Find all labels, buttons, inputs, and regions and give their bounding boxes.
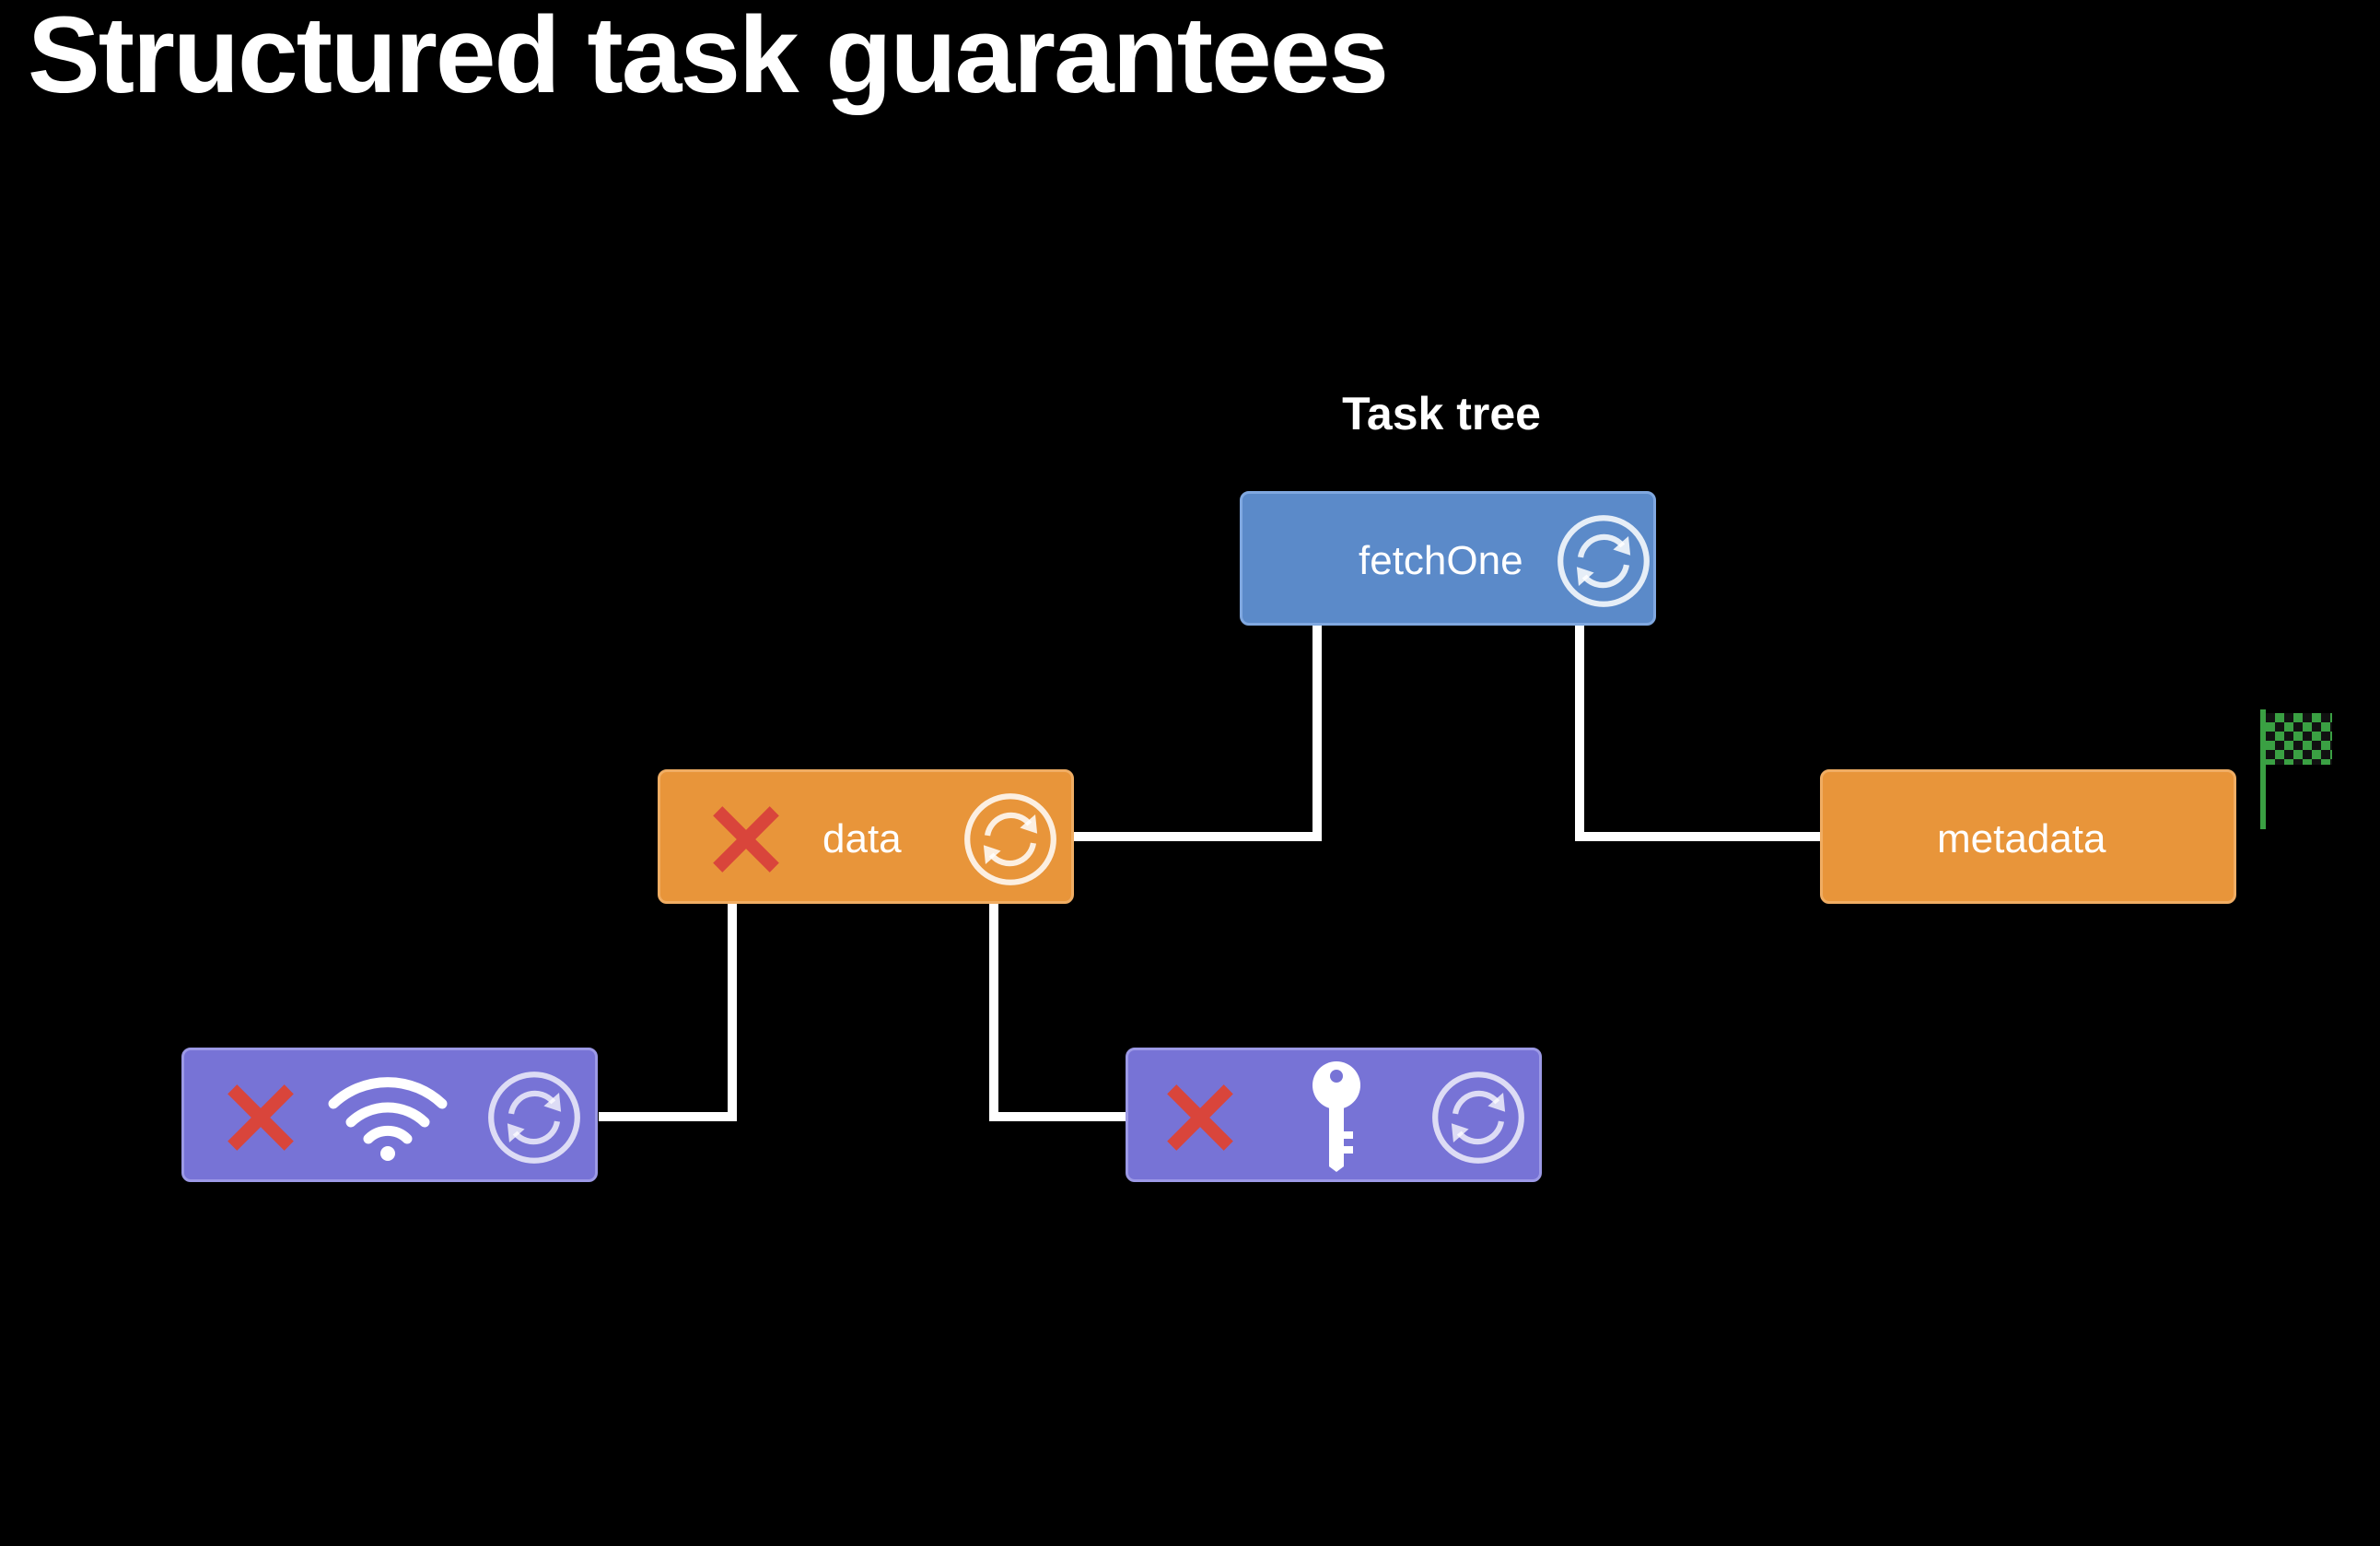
cancel-x-icon — [1162, 1080, 1238, 1155]
edge-data-network — [599, 903, 737, 1121]
task-node-data-label: data — [822, 816, 902, 861]
edge-fetchone-metadata — [1575, 625, 1822, 841]
edge-data-key — [989, 903, 1127, 1121]
task-node-data[interactable]: data — [658, 769, 1074, 904]
diagram-title-text: Task tree — [1342, 388, 1541, 439]
cancel-x-icon — [223, 1080, 298, 1155]
refresh-icon — [1556, 513, 1651, 609]
task-node-key[interactable] — [1126, 1048, 1542, 1182]
task-node-fetchone[interactable]: fetchOne — [1240, 491, 1656, 626]
slide-title: Structured task guarantees — [28, 0, 1389, 116]
key-icon — [1309, 1060, 1364, 1172]
edge-fetchone-data — [1074, 625, 1322, 841]
wifi-icon — [326, 1071, 449, 1163]
refresh-icon — [962, 791, 1058, 887]
checkered-flag-icon — [2258, 709, 2336, 836]
task-node-metadata[interactable]: metadata — [1820, 769, 2236, 904]
task-node-network[interactable] — [181, 1048, 598, 1182]
refresh-icon — [486, 1070, 582, 1165]
task-node-metadata-label: metadata — [1937, 816, 2106, 861]
task-node-fetchone-label: fetchOne — [1359, 538, 1523, 583]
cancel-x-icon — [708, 802, 784, 877]
refresh-icon — [1430, 1070, 1526, 1165]
